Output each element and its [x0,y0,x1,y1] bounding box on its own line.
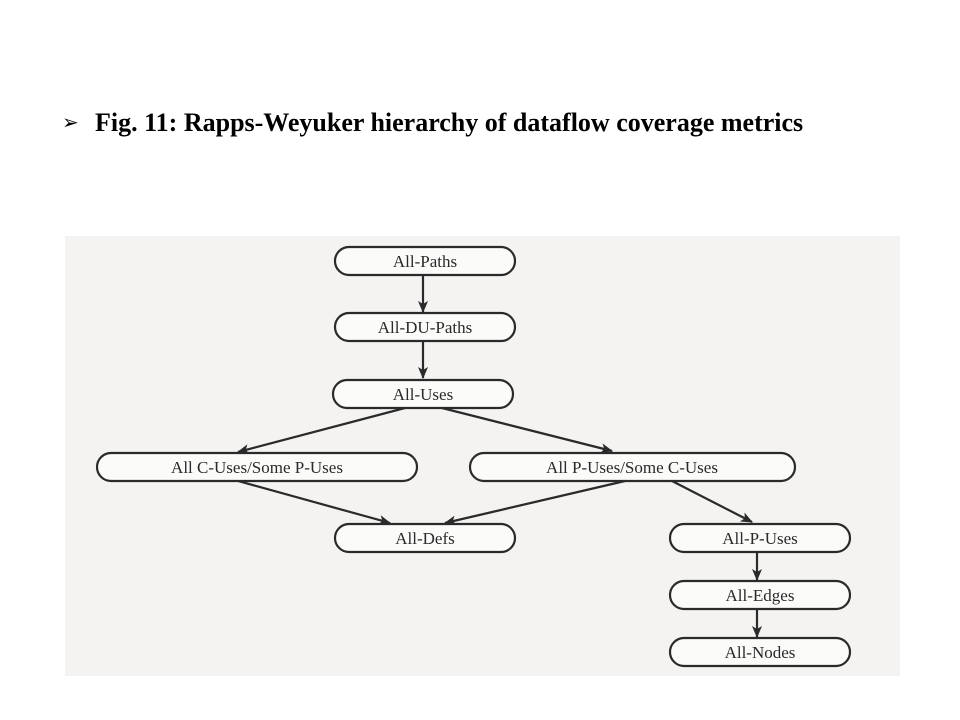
diagram-edges [237,275,762,638]
edge-all-uses-to-c-uses [237,406,406,455]
node-label-all-edges: All-Edges [726,586,795,605]
node-all-p-uses-some-c-uses [468,451,797,483]
node-label-all-paths: All-Paths [393,252,457,271]
slide-title-block: ➢ Fig. 11: Rapps-Weyuker hierarchy of da… [62,104,904,141]
node-all-paths [333,245,517,277]
node-all-du-paths [333,311,517,343]
node-label-all-nodes: All-Nodes [725,643,796,662]
diagram-nodes [95,245,852,668]
node-all-uses [331,378,515,410]
node-all-p-uses [668,522,852,554]
node-all-nodes [668,636,852,668]
edge-p-uses-some-c-to-all-p-uses [671,480,753,523]
edge-all-uses-to-p-uses-some-c [441,406,613,454]
node-label-all-p-uses: All-P-Uses [722,529,798,548]
node-all-edges [668,579,852,611]
node-label-all-c-uses-some-p-uses: All C-Uses/Some P-Uses [171,458,343,477]
node-label-all-uses: All-Uses [393,385,453,404]
slide-title: Fig. 11: Rapps-Weyuker hierarchy of data… [95,108,804,137]
node-all-c-uses-some-p-uses [95,451,419,483]
node-label-all-defs: All-Defs [395,529,454,548]
edge-c-uses-to-all-defs [237,479,391,525]
node-all-defs [333,522,517,554]
node-label-all-du-paths: All-DU-Paths [378,318,472,337]
arrow-bullet-icon: ➢ [62,110,79,134]
node-label-all-p-uses-some-c-uses: All P-Uses/Some C-Uses [546,458,718,477]
edge-p-uses-some-c-to-all-defs [444,479,626,526]
diagram-labels: All-Paths All-DU-Paths All-Uses All C-Us… [171,252,798,662]
